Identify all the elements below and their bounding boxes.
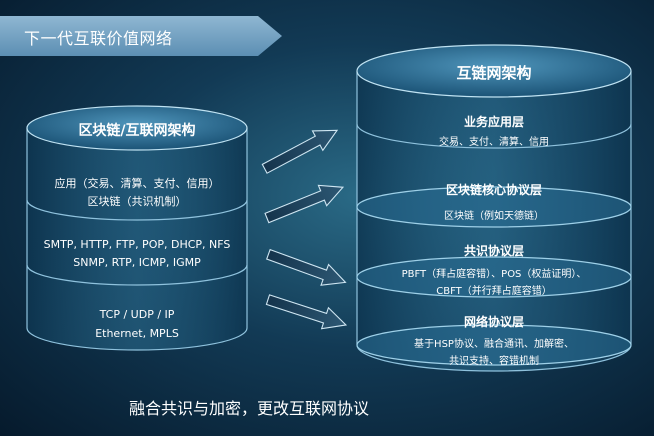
right-layer-2-line1: 区块链（例如天德链） [444, 211, 544, 222]
left-cylinder [26, 105, 248, 351]
right-layer-4-line1: 基于HSP协议、融合通讯、加解密、 [414, 339, 574, 350]
left-layer-1-line2: 区块链（共识机制） [87, 195, 187, 208]
right-layer-4-name: 网络协议层 [463, 315, 525, 329]
right-layer-3-line2: CBFT（并行拜占庭容错） [436, 286, 552, 297]
arrow-1 [261, 129, 339, 174]
right-layer-3-line1: PBFT（拜占庭容错）、POS（权益证明）、 [401, 269, 587, 280]
left-layer-3-line2: Ethernet, MPLS [95, 327, 179, 340]
arrow-2 [264, 184, 345, 224]
arrow-3 [265, 248, 347, 286]
arrow-4 [265, 294, 348, 330]
right-stack-title: 互链网架构 [456, 64, 532, 82]
banner-title: 下一代互联价值网络 [24, 29, 173, 48]
right-layer-1-line1: 交易、支付、清算、信用 [439, 137, 549, 148]
right-cylinder [356, 44, 632, 372]
right-layer-2-name: 区块链核心协议层 [445, 183, 543, 197]
left-stack-title: 区块链/互联网架构 [78, 123, 196, 139]
caption: 融合共识与加密，更改互联网协议 [129, 399, 370, 418]
title-banner: 下一代互联价值网络 [0, 16, 282, 56]
right-layer-1-name: 业务应用层 [463, 115, 525, 129]
right-layer-4-line2: 共识支持、容错机制 [449, 356, 539, 367]
left-layer-3-line1: TCP / UDP / IP [99, 308, 175, 321]
left-layer-2-line1: SMTP, HTTP, FTP, POP, DHCP, NFS [43, 238, 231, 251]
right-layer-3-name: 共识协议层 [463, 244, 525, 258]
left-layer-2-line2: SNMP, RTP, ICMP, IGMP [73, 256, 201, 269]
left-layer-1-line1: 应用（交易、清算、支付、信用） [54, 177, 220, 190]
